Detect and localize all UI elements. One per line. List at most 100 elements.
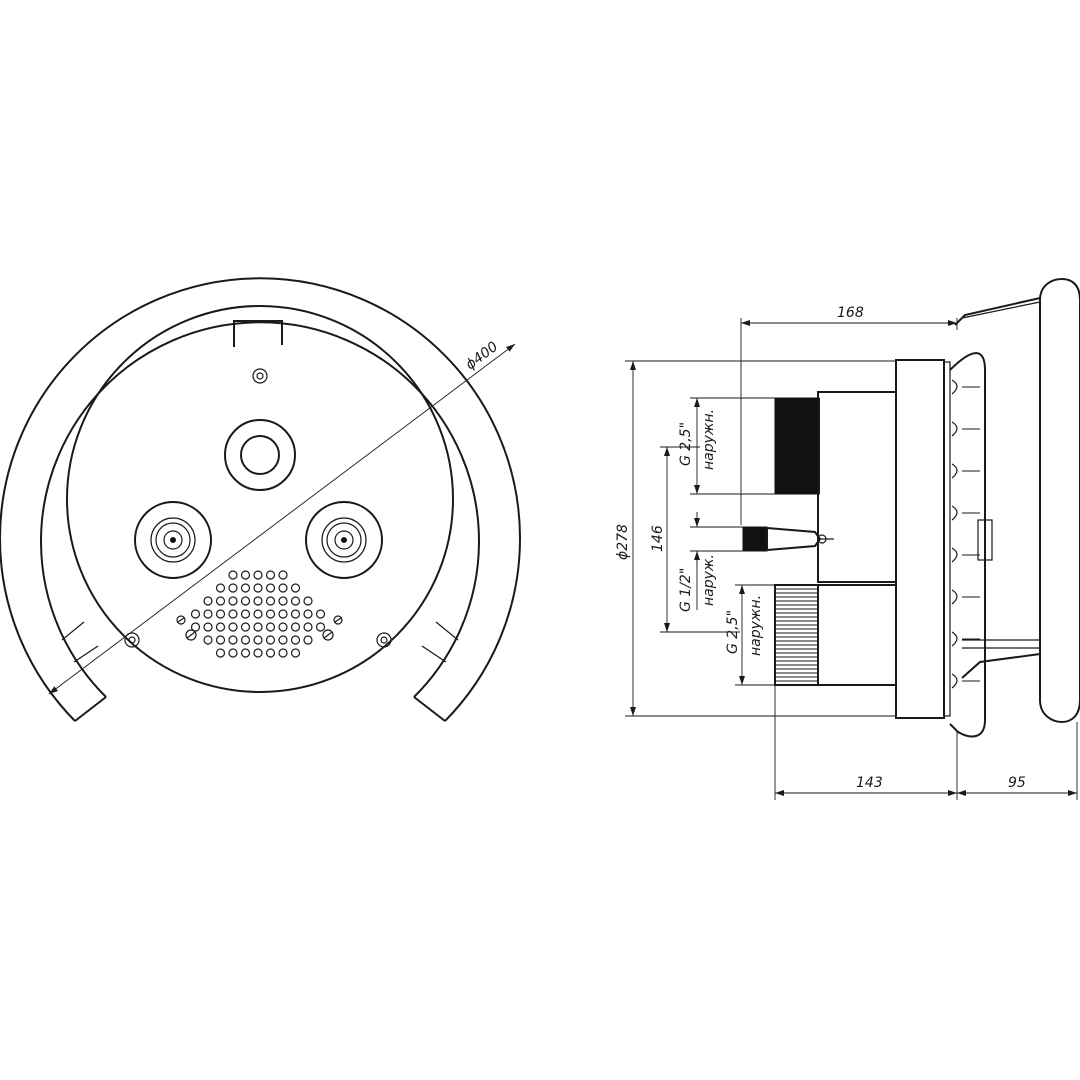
grille-hole: [240, 609, 251, 619]
grille-hole: [265, 583, 276, 593]
grille-hole: [190, 622, 201, 632]
nozzle-left: [134, 501, 212, 579]
grille-screw-top-right: [333, 615, 343, 625]
grille-hole: [265, 596, 276, 606]
grille-hole: [253, 583, 263, 593]
grille-hole: [265, 635, 276, 645]
lower-thread-size: G 2,5": [725, 610, 741, 654]
grille-hole: [253, 635, 263, 645]
front-view: ϕ400: [0, 277, 521, 722]
cover-latch: [977, 519, 993, 561]
grille-hole: [203, 596, 213, 606]
diameter-leader: [48, 343, 516, 695]
handrail-end-right: [413, 696, 446, 722]
grille-hole: [290, 635, 301, 645]
grille-hole: [265, 609, 276, 619]
screw-top: [252, 368, 268, 384]
grille-hole: [215, 648, 226, 658]
cover-ribs: [951, 379, 980, 689]
grille-hole: [228, 648, 238, 658]
dim-168-label: 168: [837, 305, 864, 321]
grille-hole: [228, 570, 238, 580]
grille-hole: [303, 635, 313, 645]
grille-hole: [215, 622, 226, 632]
grille-hole: [215, 609, 226, 619]
grille-hole: [228, 609, 238, 619]
clamp-right-bottom: [421, 645, 447, 663]
grille-hole: [240, 648, 251, 658]
grille-hole: [265, 622, 276, 632]
grille-hole: [203, 609, 213, 619]
small-nozzle-thread: [742, 526, 768, 552]
housing: [817, 391, 897, 583]
front-panel: [66, 305, 454, 693]
grille-hole: [240, 622, 251, 632]
lower-pipe-thread: [776, 588, 817, 682]
grille-hole: [278, 570, 288, 580]
grille-hole: [190, 609, 201, 619]
grille-hole: [240, 570, 251, 580]
grille-hole: [278, 622, 288, 632]
grille-hole: [303, 609, 313, 619]
grille-hole: [303, 596, 313, 606]
middle-thread-type: наруж.: [701, 554, 717, 606]
screw-right: [376, 632, 392, 648]
grille-hole: [228, 635, 238, 645]
grille-hole: [228, 583, 238, 593]
grille-hole: [290, 583, 301, 593]
dim-95-label: 95: [1008, 775, 1026, 791]
upper-thread-size: G 2,5": [678, 422, 694, 466]
grille-hole: [303, 622, 313, 632]
grille-hole: [278, 583, 288, 593]
grille-hole: [228, 596, 238, 606]
grille-hole: [240, 635, 251, 645]
dim-143-label: 143: [856, 775, 883, 791]
grille-screw-right: [322, 629, 334, 641]
middle-thread-size: G 1/2": [678, 568, 694, 612]
lower-pipe: [817, 584, 897, 686]
grille-hole: [315, 609, 326, 619]
clamp-right-top: [435, 621, 459, 641]
lower-thread-type: наружн.: [748, 595, 764, 656]
grille-hole: [203, 635, 213, 645]
side-view: 168 ϕ278 146 G 2,5" наружн. G 1/2" наруж…: [615, 277, 1080, 800]
grille-hole: [253, 622, 263, 632]
grille-hole: [215, 596, 226, 606]
front-cover: [949, 352, 986, 738]
upper-pipe: [774, 397, 820, 495]
handrail-tube: [1039, 277, 1080, 724]
handrail-end-left: [74, 696, 107, 722]
top-bracket: [233, 320, 283, 347]
grille-hole: [290, 648, 301, 658]
nozzle-top: [224, 419, 296, 491]
upper-thread-type: наружн.: [701, 409, 717, 470]
grille-hole: [278, 635, 288, 645]
grille-hole: [240, 596, 251, 606]
grille-hole: [265, 570, 276, 580]
suction-grille: [190, 570, 326, 658]
grille-hole: [278, 648, 288, 658]
nozzle-right: [305, 501, 383, 579]
grille-hole: [315, 622, 326, 632]
grille-hole: [278, 596, 288, 606]
grille-hole: [253, 596, 263, 606]
grille-hole: [215, 635, 226, 645]
handrail-outer-arc: [0, 277, 521, 722]
clamp-left-top: [61, 621, 85, 641]
grille-hole: [278, 609, 288, 619]
grille-hole: [265, 648, 276, 658]
grille-screw-left: [185, 629, 197, 641]
grille-hole: [253, 609, 263, 619]
grille-screw-top-left: [176, 615, 186, 625]
grille-hole: [228, 622, 238, 632]
grille-hole: [203, 622, 213, 632]
grille-hole: [290, 622, 301, 632]
grille-hole: [253, 570, 263, 580]
grille-hole: [290, 596, 301, 606]
body-flange: [895, 359, 945, 719]
grille-hole: [253, 648, 263, 658]
diameter-label: ϕ400: [463, 339, 501, 373]
dim-146-label: 146: [650, 525, 666, 552]
grille-hole: [240, 583, 251, 593]
